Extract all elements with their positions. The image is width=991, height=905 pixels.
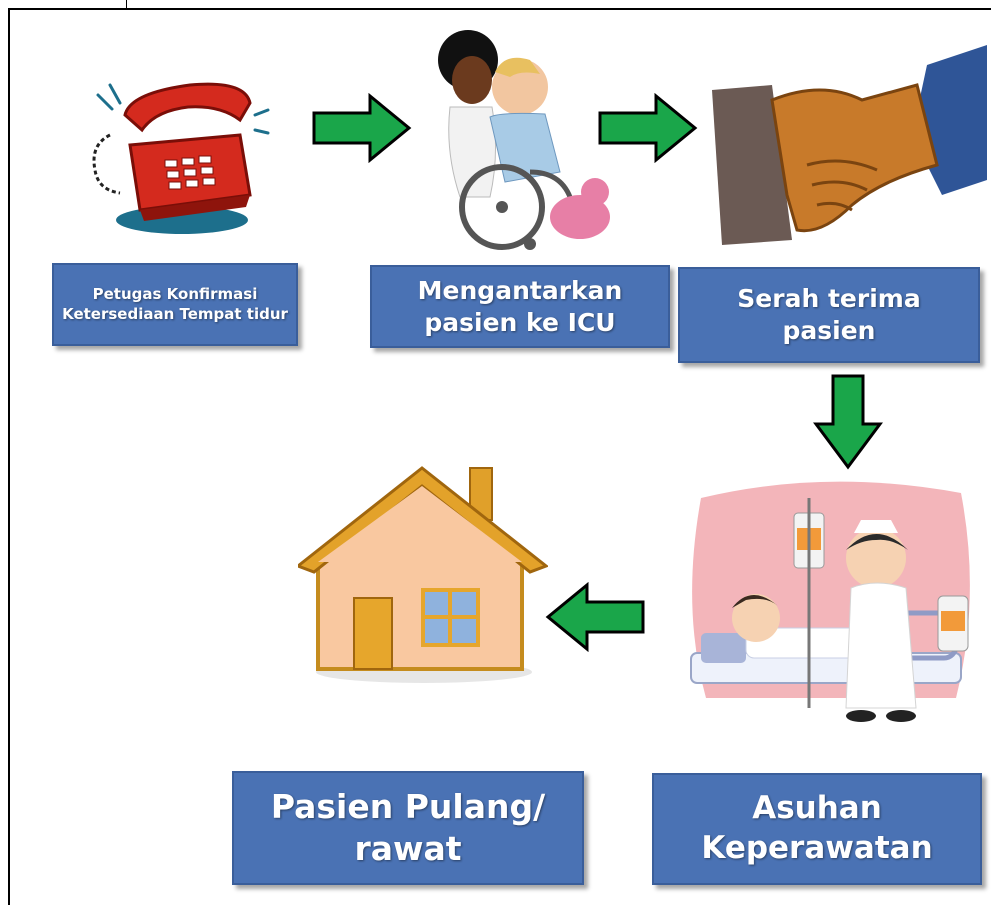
step-box-nursing-care: Asuhan Keperawatan [652, 773, 982, 885]
step-label-confirm-bed: Petugas Konfirmasi Ketersediaan Tempat t… [62, 285, 288, 323]
step-label-nursing-care: Asuhan Keperawatan [701, 790, 933, 866]
frame-left-border [8, 8, 10, 905]
frame-tick [126, 0, 127, 9]
step-label-deliver-icu: Mengantarkan pasien ke ICU [417, 275, 623, 337]
step-box-discharge: Pasien Pulang/ rawat [232, 771, 584, 885]
arrow-right-2 [598, 93, 698, 163]
nurse-patient-icon [690, 481, 970, 722]
arrow-right-1 [312, 93, 412, 163]
handshake-icon [712, 45, 987, 245]
arrow-down [813, 374, 883, 470]
step-box-handover: Serah terima pasien [678, 267, 980, 363]
arrow-left [545, 582, 645, 652]
telephone-icon [92, 82, 270, 234]
step-label-discharge: Pasien Pulang/ rawat [270, 786, 546, 868]
step-box-confirm-bed: Petugas Konfirmasi Ketersediaan Tempat t… [52, 263, 298, 346]
wheelchair-icon [438, 30, 610, 250]
step-label-handover: Serah terima pasien [737, 284, 921, 345]
frame-top-border [8, 8, 991, 10]
house-icon [298, 466, 548, 683]
step-box-deliver-icu: Mengantarkan pasien ke ICU [370, 265, 670, 348]
